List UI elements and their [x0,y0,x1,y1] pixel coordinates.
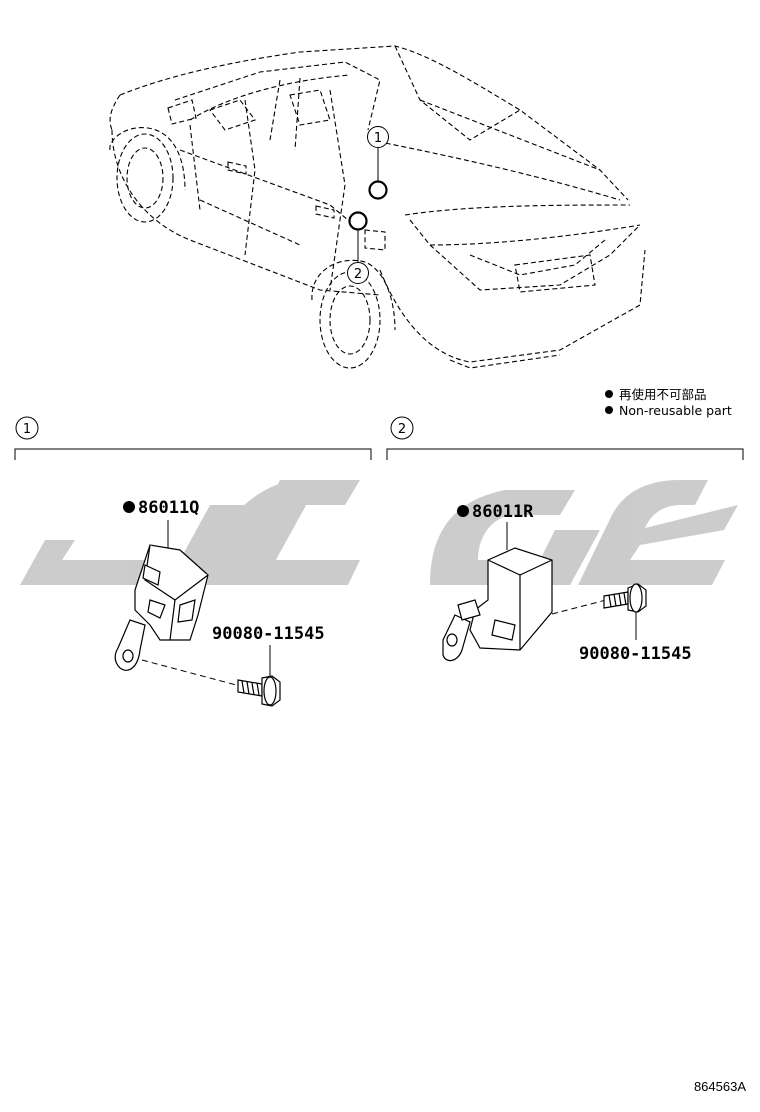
section-1-header [14,416,372,460]
legend-en: Non-reusable part [619,403,732,418]
legend-bullet-icon [605,390,613,398]
legend-bullet-icon [605,406,613,414]
section-2-header [386,416,744,460]
legend-jp: 再使用不可部品 [619,387,707,402]
car-callout-2-label: 2 [354,267,362,282]
bolt-2-label: 90080-11545 [579,644,692,664]
part-86011R-sensor [442,547,553,662]
part-86011Q-sensor [114,544,209,671]
bolt-1-icon [237,675,281,707]
legend: 再使用不可部品 Non-reusable part [605,387,732,418]
part-86011R-label: 86011R [472,502,534,522]
non-reusable-bullet-icon [457,505,469,517]
bolt-1-label: 90080-11545 [212,624,325,644]
car-callout-1 [367,126,389,200]
non-reusable-bullet-icon [123,501,135,513]
watermark-logo [20,480,738,585]
car-illustration [109,45,646,369]
bolt-2-icon [603,583,647,613]
car-callout-2 [347,211,369,284]
bolt-1-dash-line [141,659,241,687]
figure-code: 864563A [694,1079,746,1094]
car-callout-1-label: 1 [374,131,382,146]
part-86011Q-label: 86011Q [138,498,199,518]
section-1-number: 1 [23,422,31,437]
bolt-2-dash-line [551,599,607,615]
section-2-number: 2 [398,422,406,437]
